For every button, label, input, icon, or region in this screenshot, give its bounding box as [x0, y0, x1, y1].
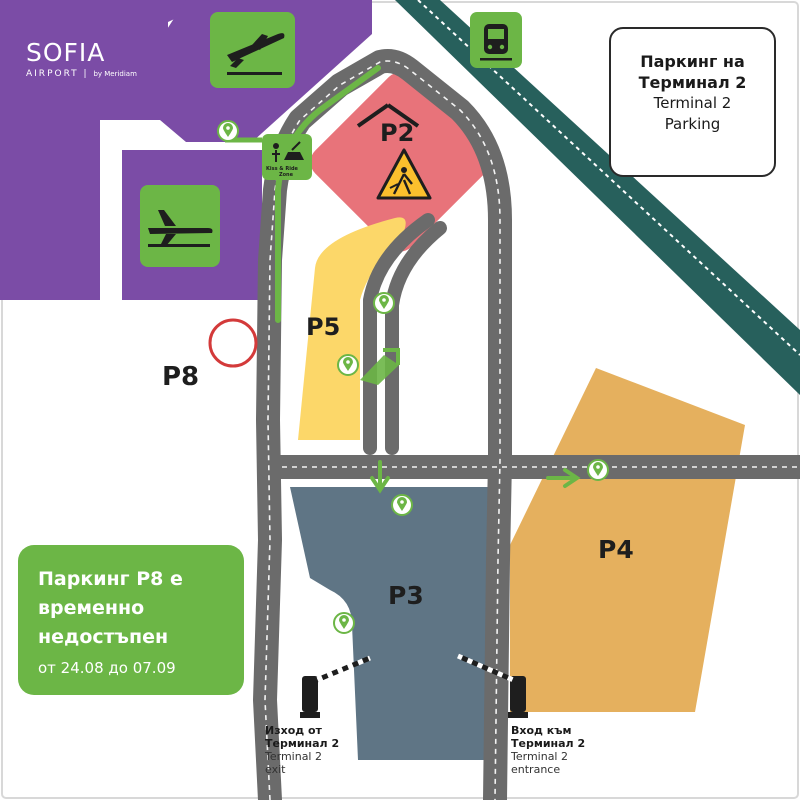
title-bg-line2: Терминал 2: [638, 73, 747, 92]
parking-p5-area: [298, 217, 406, 440]
parking-p3-area: [290, 487, 490, 760]
location-pin-icon: [337, 354, 359, 376]
location-pin-icon: [333, 612, 355, 634]
entrance-bg-line2: Терминал 2: [511, 737, 586, 750]
location-pin-icon: [373, 292, 395, 314]
entrance-gate-label: Вход към Терминал 2 Terminal 2 entrance: [511, 724, 585, 776]
entrance-en-line2: entrance: [511, 763, 561, 776]
railway: [395, 0, 800, 395]
parking-p4-area: [510, 368, 745, 712]
parking-p8-label: P8: [162, 362, 200, 392]
exit-en-line2: exit: [265, 763, 286, 776]
title-en-line2: Parking: [664, 115, 721, 133]
kiss-ride-label-1: Kiss & Ride: [266, 166, 298, 172]
parking-p4-label: P4: [598, 535, 634, 564]
notice-dates: от 24.08 до 07.09: [38, 659, 176, 677]
parking-p3-label: P3: [388, 581, 424, 610]
logo-sub: AIRPORT | by Meridiam: [26, 69, 137, 79]
barrier-gate-icon: [300, 655, 371, 718]
p8-closed-marker: [208, 318, 258, 368]
location-pin-icon: [587, 459, 609, 481]
exit-gate-label: Изход от Терминал 2 Terminal 2 exit: [265, 724, 339, 776]
title-en-line1: Terminal 2: [653, 94, 732, 112]
entrance-bg-line1: Вход към: [511, 724, 572, 737]
direction-arrow-icon: [360, 348, 581, 494]
notice-line1: Паркинг P8 е: [38, 568, 183, 590]
notice-line2: временно: [38, 597, 145, 619]
location-pin-icon: [217, 120, 239, 142]
exit-bg-line2: Терминал 2: [265, 737, 340, 750]
location-pin-icon: [391, 494, 413, 516]
entrance-en-line1: Terminal 2: [511, 750, 568, 763]
barrier-gate-icon: [457, 653, 528, 718]
logo-name: SOFIA: [26, 38, 106, 67]
exit-bg-line1: Изход от: [265, 724, 322, 737]
parking-p2-label: P2: [380, 119, 415, 147]
kiss-and-ride-icon: [262, 134, 312, 180]
sofia-airport-logo: SOFIA AIRPORT | by Meridiam: [26, 38, 137, 80]
train-icon: [470, 12, 522, 68]
construction-worker-icon: [376, 148, 432, 200]
notice-line3: недостъпен: [38, 626, 169, 648]
p8-closure-notice: Паркинг P8 е временно недостъпен от 24.0…: [18, 545, 244, 695]
kiss-ride-label-2: Zone: [279, 172, 294, 178]
arrivals-plane-icon: [140, 185, 220, 267]
departures-plane-icon: [210, 12, 295, 88]
exit-en-line1: Terminal 2: [265, 750, 322, 763]
map-title-box: Паркинг на Терминал 2 Terminal 2 Parking: [609, 27, 776, 177]
title-bg-line1: Паркинг на: [640, 52, 745, 71]
parking-p5-label: P5: [306, 313, 341, 341]
